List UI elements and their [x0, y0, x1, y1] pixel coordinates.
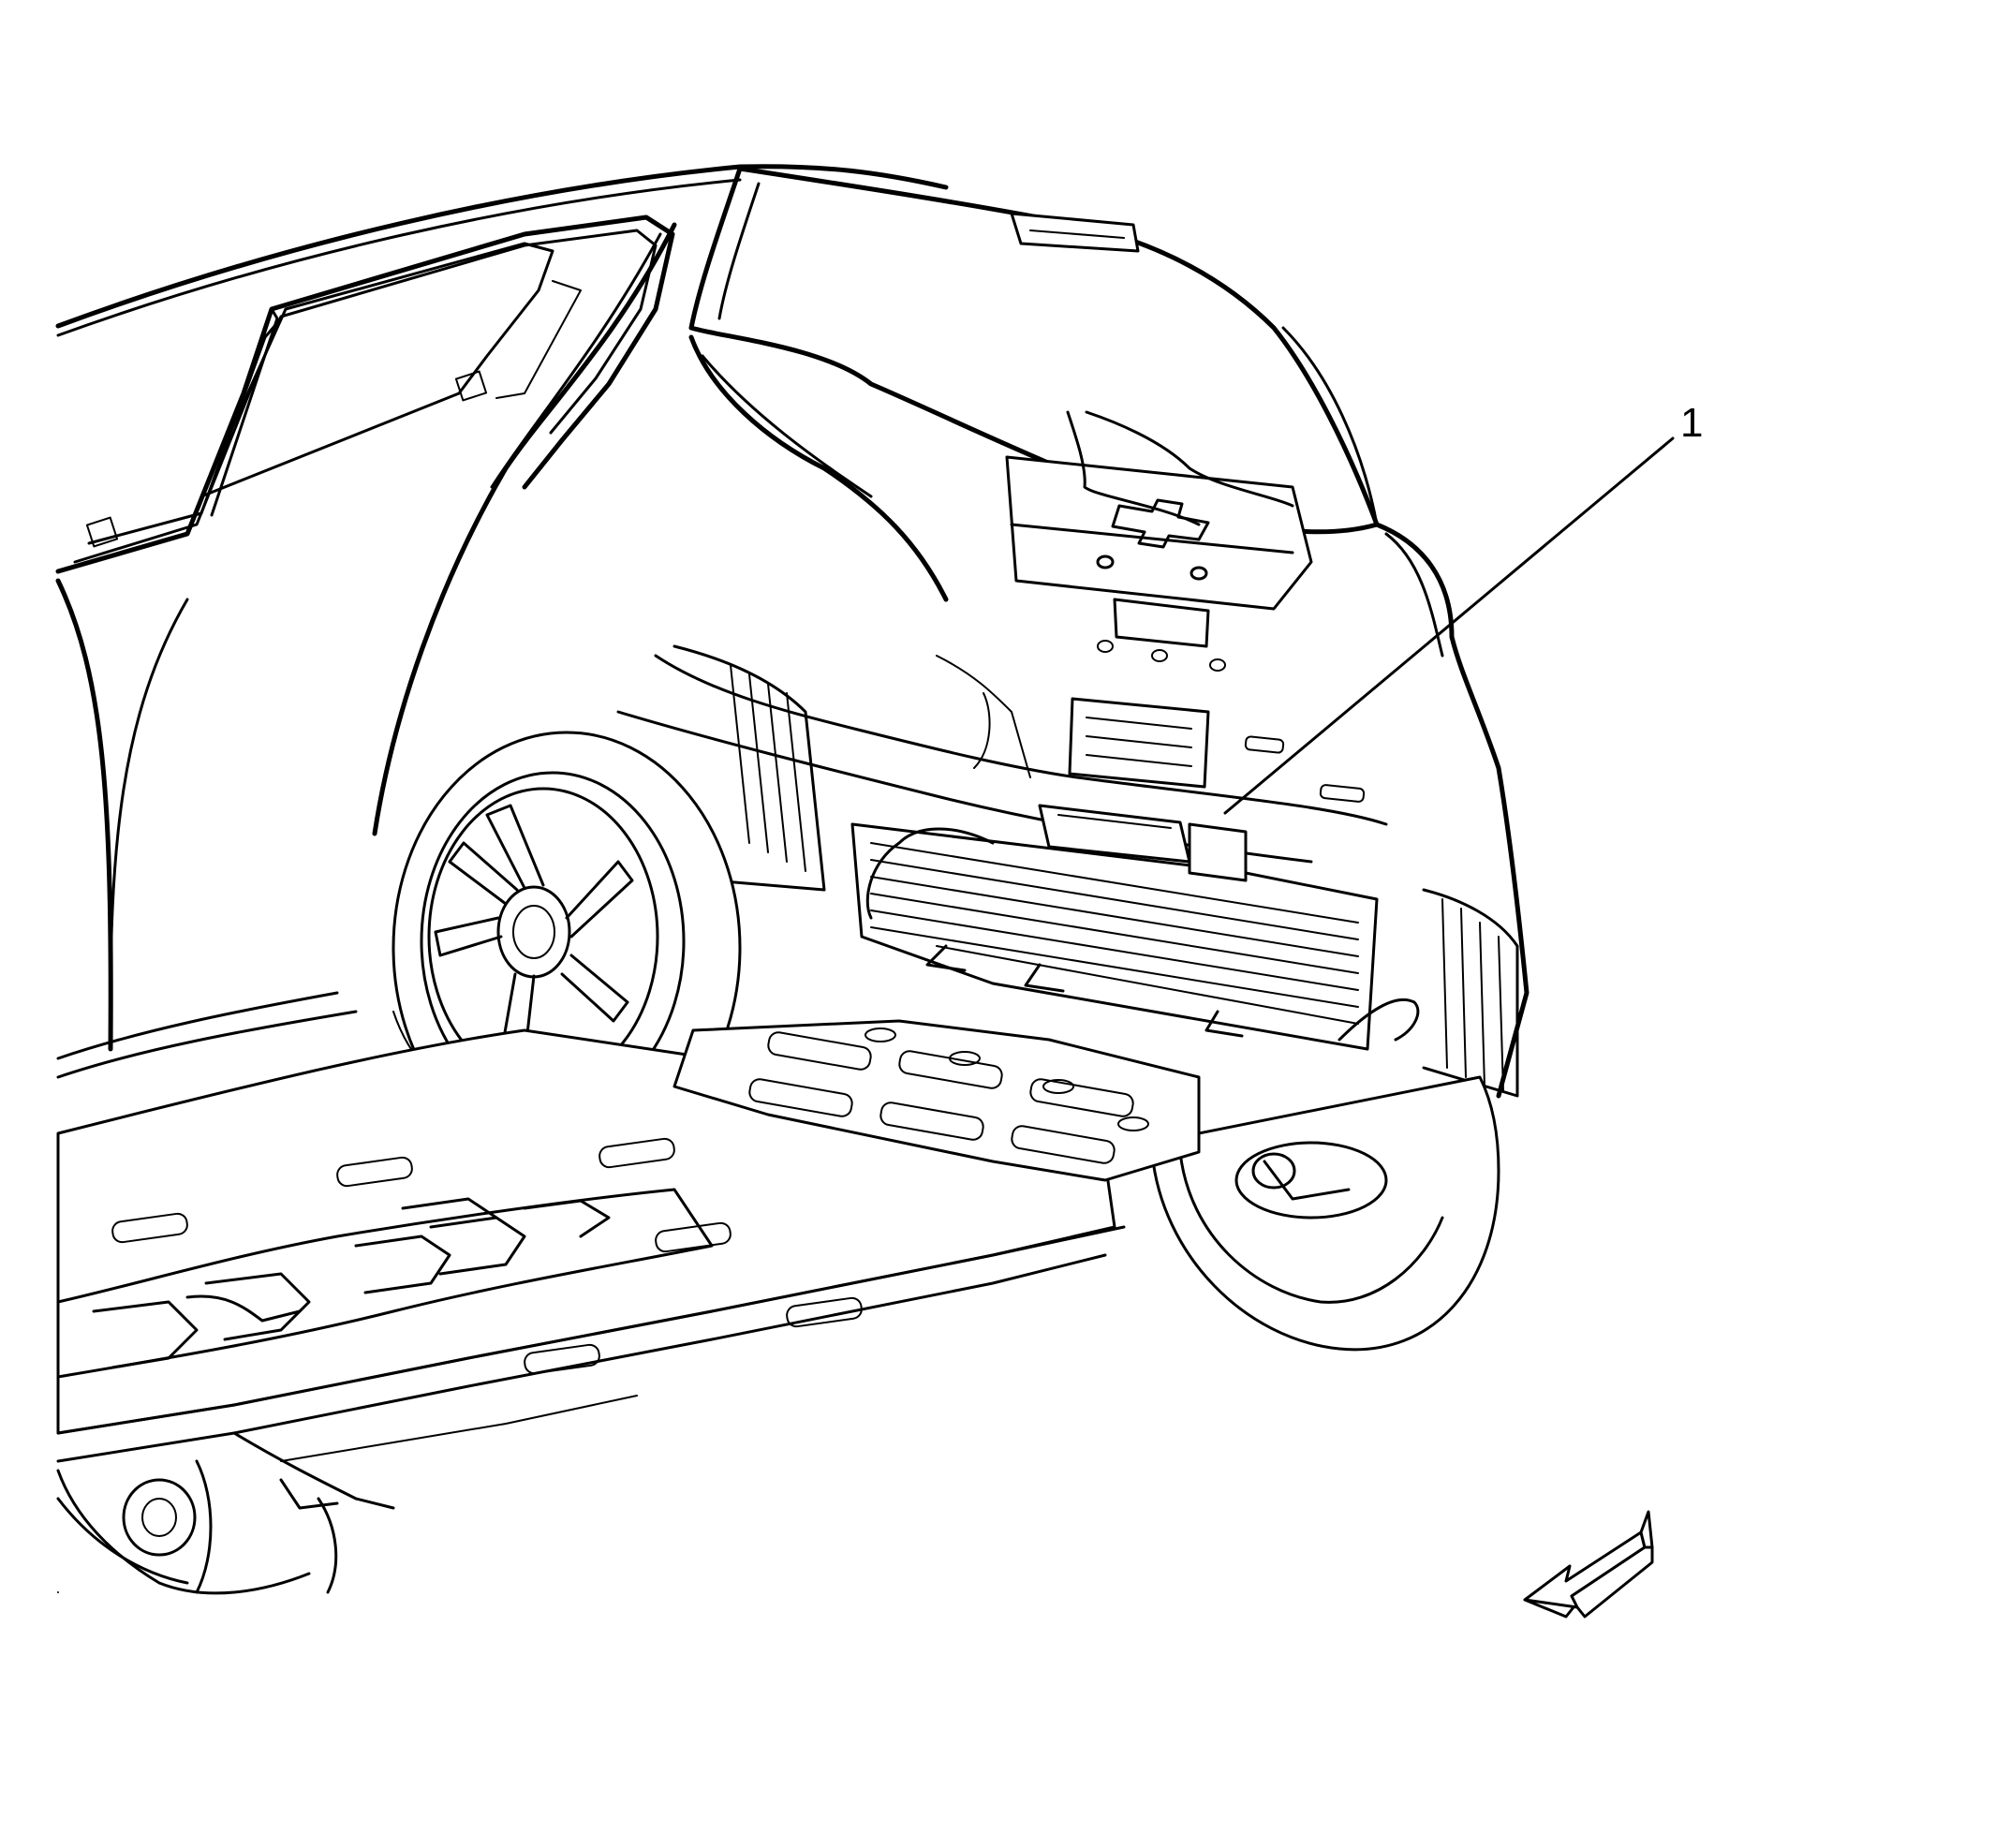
callout-label-1: 1	[1680, 400, 1704, 446]
liftgate	[688, 166, 1530, 1099]
wheel-arch-liners	[672, 644, 1519, 1098]
rear-bumper-area	[616, 654, 1388, 864]
front-direction-arrow-icon	[1523, 1510, 1654, 1619]
front-wheel-partial	[56, 1459, 338, 1595]
exhaust-muffler-component	[850, 804, 1420, 1051]
right-rear-wheel	[1150, 1075, 1500, 1352]
vehicle-body-side	[55, 164, 949, 1079]
underbody-floor-shields	[56, 1019, 1201, 1510]
callout-1-leader	[1223, 436, 1675, 815]
